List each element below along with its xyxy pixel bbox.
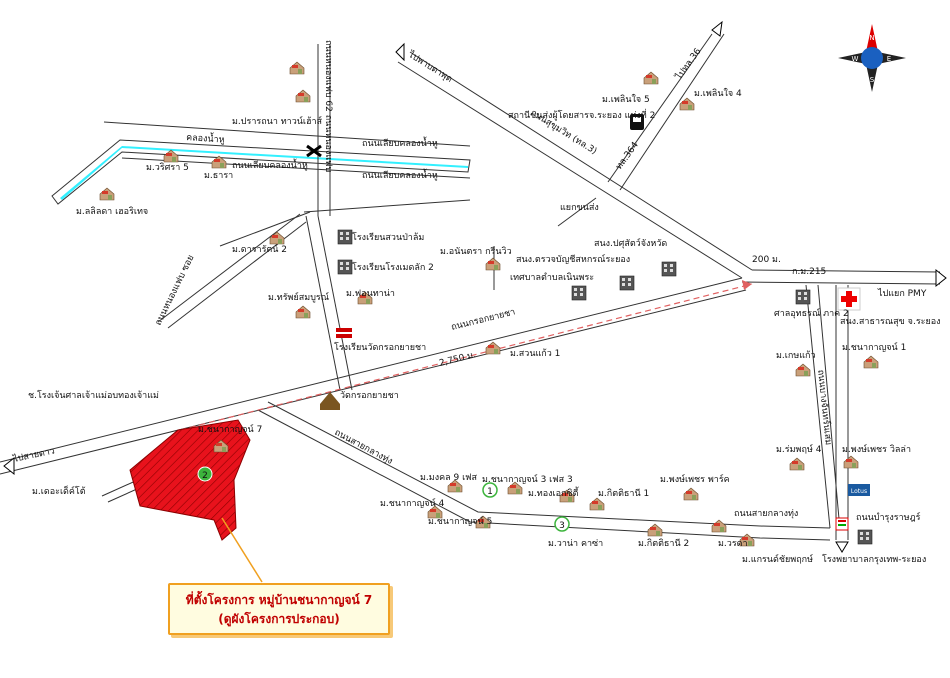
place-label: ม.ร่มพฤษ์ 4: [776, 443, 822, 455]
road-label: ไปพาบตาพุด: [406, 49, 455, 85]
road-label: ทล.364: [614, 140, 641, 172]
place-label: ม.ทรัพย์สมบูรณ์: [268, 291, 329, 303]
callout-title: ที่ตั้งโครงการ หมู่บ้านชนากาญจน์ 7: [185, 593, 373, 607]
place-label: ม.แกรนด์ชัยพฤกษ์: [742, 553, 813, 565]
svg-text:W: W: [852, 55, 859, 63]
place-label: โรงเรียนสวนป่าล้ม: [352, 232, 424, 243]
road-label: ถนนเลียบคลองน้ำหู: [362, 136, 438, 149]
marker-3: 3: [554, 516, 570, 532]
direction-arrow-south: [835, 541, 849, 553]
svg-text:N: N: [869, 34, 874, 42]
compass-rose: N S E W: [838, 24, 906, 92]
road-label: ถนนสายกลางทุ่ง: [333, 428, 394, 467]
place-label: ม.ชนากาญจน์ 1: [842, 341, 906, 353]
bus-station-icon: [630, 114, 644, 130]
place-label: ช.โรงเจ้นศาลเจ้าแม่อบทองเจ้าแม่: [28, 390, 159, 401]
svg-text:3: 3: [559, 521, 565, 531]
distance-label: 2,750 ม.: [438, 350, 477, 369]
place-label: วัดกรอกยายชา: [340, 391, 399, 401]
place-label: ม.ชนากาญจน์ 3 เฟส 3: [482, 473, 573, 485]
road-label: แยกขนส่ง: [560, 203, 599, 213]
junction-icon: [306, 144, 322, 158]
place-label: ม.ทองเอกซิตี้: [528, 486, 580, 499]
place-label: ม.กิตติธานี 1: [598, 488, 649, 499]
road-label: ถนนเลียบคลองน้ำหู: [362, 168, 438, 181]
place-label: ม.เพลินใจ 5: [602, 94, 650, 105]
road-label: ถนนเลียบคลองน้ำหู: [232, 158, 308, 171]
road-label: ถนนหนองแฟบ ซอย: [154, 254, 197, 328]
place-label: เทศบาลตำบลเนินพระ: [510, 272, 594, 283]
place-label: ม.เดอะเด็ค์โต้: [32, 484, 86, 497]
place-label: ม.วาน่า คาซ่า: [548, 539, 603, 549]
place-label: โรงเรียนโรงเมดลัก 2: [352, 262, 434, 273]
place-label: ศาลอุทธรณ์ ภาค 2: [774, 307, 849, 319]
marker-1: 1: [482, 482, 498, 498]
place-label: ม.ชนากาญจน์ 7: [198, 423, 262, 435]
place-label: สนง.ตรวจบัญชีสหกรณ์ระยอง: [516, 253, 630, 265]
place-label: ม.วรดา: [718, 539, 748, 549]
place-label: สนง.ปศุสัตว์จังหวัด: [594, 237, 667, 249]
place-label: ม.ชนากาญจน์ 5: [428, 515, 492, 527]
direction-arrow-west: [3, 456, 15, 476]
seven-eleven-icon: [835, 517, 849, 531]
road-label: ถนนสายกลางทุ่ง: [734, 509, 798, 519]
callout-subtitle: (ดูผังโครงการประกอบ): [218, 612, 340, 626]
place-label: ม.อนันตรา กรีนวิว: [440, 246, 512, 257]
place-label: ม.ดารารัตน์ 2: [232, 243, 287, 255]
place-label: ม.ธารา: [204, 171, 233, 181]
place-label: โรงพยาบาลกรุงเทพ-ระยอง: [822, 554, 926, 565]
road-label: ถนนบำรุงราษฎร์: [856, 511, 921, 523]
place-label: ม.กิตติธานี 2: [638, 538, 689, 549]
place-label: ม.เกษแก้ว: [776, 350, 816, 361]
svg-text:Lotus: Lotus: [851, 488, 867, 495]
road-label: คลองน้ำหู: [186, 130, 225, 146]
lotus-store-icon: Lotus: [848, 484, 870, 496]
place-label: ม.มงคล 9 เฟส: [420, 473, 478, 483]
svg-text:S: S: [870, 76, 875, 84]
place-label: สนง.สาธารณสุข จ.ระยอง: [840, 317, 941, 327]
place-label: ม.พงษ์เพชร พาร์ค: [660, 473, 730, 485]
svg-text:E: E: [887, 55, 891, 63]
road-label: ถนนกรอกยายชา: [450, 307, 516, 333]
place-label: ม.ชนากาญจน์ 4: [380, 497, 445, 509]
place-label: ม.ลลิลดา เฮอริเทจ: [76, 206, 148, 217]
direction-arrow-east: [935, 268, 947, 288]
place-label: ม.เพลินใจ 4: [694, 88, 742, 99]
project-callout: ที่ตั้งโครงการ หมู่บ้านชนากาญจน์ 7 (ดูผั…: [168, 583, 390, 635]
place-label: ม.ปรารถนา ทาวน์เฮ้าส์: [232, 115, 323, 127]
road-label: ไปทล.36: [673, 46, 704, 83]
distance-label: ก.ม.215: [792, 267, 826, 277]
road-label: ถนนหนองแฟบ 62 ถนนหนองแฟบ: [323, 40, 333, 173]
direction-arrow-ne: [711, 20, 723, 37]
road-network: [0, 33, 941, 541]
route-arrow: [742, 280, 752, 290]
place-label: ม.พงษ์เพชร วิลล่า: [842, 443, 911, 455]
svg-text:1: 1: [487, 487, 493, 497]
svg-text:2: 2: [202, 471, 208, 481]
hospital-cross-icon: [837, 287, 861, 311]
road-label: ไปแยก PMY: [877, 288, 927, 299]
direction-arrow-north: [395, 42, 405, 62]
callout-pointer: [221, 517, 263, 583]
place-label: โรงเรียนวัดกรอกยายชา: [334, 342, 426, 353]
place-label: สถานีขนส่งผู้โดยสารจ.ระยอง แห่งที่ 2: [508, 108, 655, 121]
place-label: ม.วริศรา 5: [146, 162, 189, 173]
place-label: ม.ฟอนทาน่า: [346, 289, 395, 299]
place-labels: ม.ปรารถนา ทาวน์เฮ้าส์ ม.วริศรา 5 ม.ธารา …: [28, 88, 941, 565]
place-label: ม.สวนแก้ว 1: [510, 348, 560, 359]
marker-2: 2: [197, 466, 213, 482]
school-flag-icon: [336, 328, 352, 338]
temple-icon: [320, 392, 340, 410]
distance-label: 200 ม.: [752, 255, 781, 265]
route-line: [179, 283, 753, 431]
